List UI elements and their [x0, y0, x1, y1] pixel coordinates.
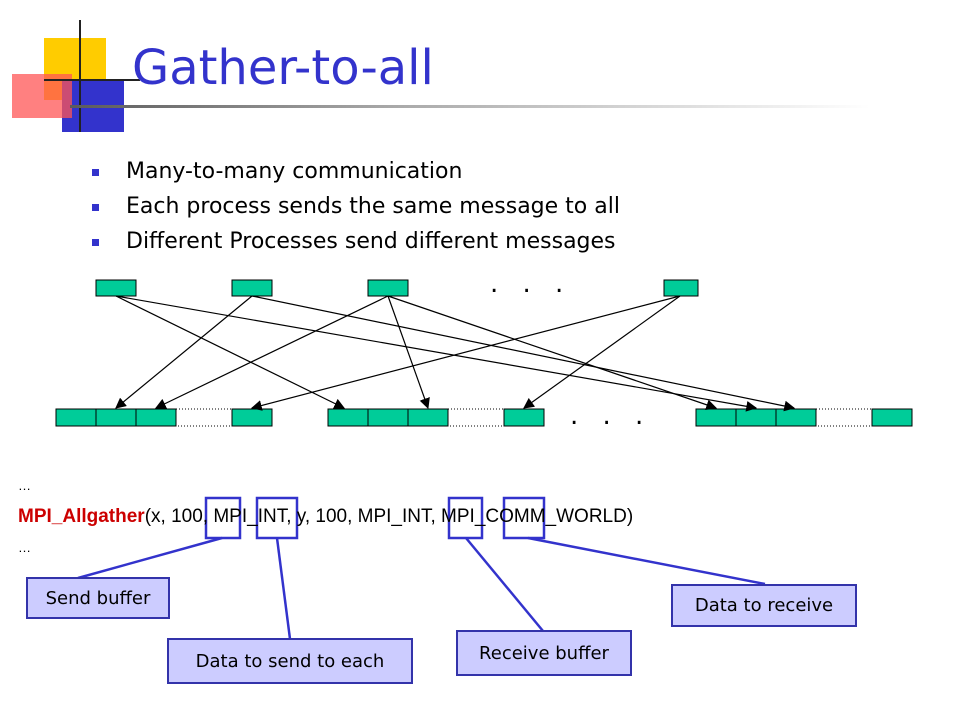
- bullet-square-icon: [92, 169, 99, 176]
- receive-group: [55, 408, 273, 427]
- bullet-text: Each process sends the same message to a…: [126, 194, 620, 219]
- highlight-send-buffer: [204, 496, 242, 540]
- receive-block: [407, 408, 449, 427]
- bullet-text: Many-to-many communication: [126, 159, 463, 184]
- callout-data-to-receive: Data to receive: [671, 584, 857, 627]
- receive-block: [735, 408, 777, 427]
- callout-receive-buffer: Receive buffer: [456, 630, 632, 676]
- top-ellipsis: . . .: [490, 269, 571, 299]
- send-block: [95, 279, 137, 297]
- receive-block: [327, 408, 369, 427]
- receive-gap: [175, 408, 233, 427]
- receive-block: [367, 408, 409, 427]
- receive-gap: [447, 408, 505, 427]
- arrow: [387, 295, 718, 410]
- receive-block: [695, 408, 737, 427]
- receive-gap: [815, 408, 873, 427]
- arrow: [251, 295, 796, 412]
- title-divider: [70, 105, 870, 108]
- bullet-list: Many-to-many communication Each process …: [92, 154, 620, 259]
- code-line: MPI_Allgather(x, 100, MPI_INT, y, 100, M…: [18, 506, 633, 528]
- arrow: [115, 295, 345, 409]
- page-title: Gather-to-all: [132, 40, 434, 96]
- callout-send-buffer: Send buffer: [26, 577, 170, 619]
- receive-block: [231, 408, 273, 427]
- arrow: [155, 295, 389, 409]
- bullet-text: Different Processes send different messa…: [126, 229, 616, 254]
- arrow: [387, 295, 430, 410]
- receive-group: [327, 408, 545, 427]
- leader-send-buffer: [77, 536, 223, 580]
- leader-data-to-receive: [527, 536, 766, 586]
- bottom-ellipsis: . . .: [570, 401, 651, 431]
- highlight-receive-buffer: [447, 496, 484, 540]
- receive-block: [775, 408, 817, 427]
- leader-receive-buffer: [465, 537, 544, 632]
- bullet-square-icon: [92, 204, 99, 211]
- function-args: (x, 100, MPI_INT, y, 100, MPI_INT, MPI_C…: [144, 506, 634, 527]
- bullet-item: Different Processes send different messa…: [92, 224, 620, 259]
- code-ellipsis-before: …: [18, 478, 31, 493]
- bullet-item: Each process sends the same message to a…: [92, 189, 620, 224]
- receive-group: [695, 408, 913, 427]
- arrow: [250, 295, 681, 411]
- function-name: MPI_Allgather: [18, 506, 145, 527]
- receive-block: [503, 408, 545, 427]
- highlight-receive-count: [502, 496, 546, 540]
- arrow: [523, 295, 681, 409]
- arrow: [115, 295, 253, 409]
- code-ellipsis-after: …: [18, 540, 31, 555]
- callout-data-to-send: Data to send to each: [167, 638, 413, 684]
- receive-block: [871, 408, 913, 427]
- send-block: [367, 279, 409, 297]
- bullet-item: Many-to-many communication: [92, 154, 620, 189]
- arrow: [115, 295, 758, 412]
- receive-block: [135, 408, 177, 427]
- bullet-square-icon: [92, 239, 99, 246]
- leader-data-to-send: [275, 537, 292, 640]
- receive-block: [95, 408, 137, 427]
- send-block: [663, 279, 699, 297]
- receive-block: [55, 408, 97, 427]
- send-block: [231, 279, 273, 297]
